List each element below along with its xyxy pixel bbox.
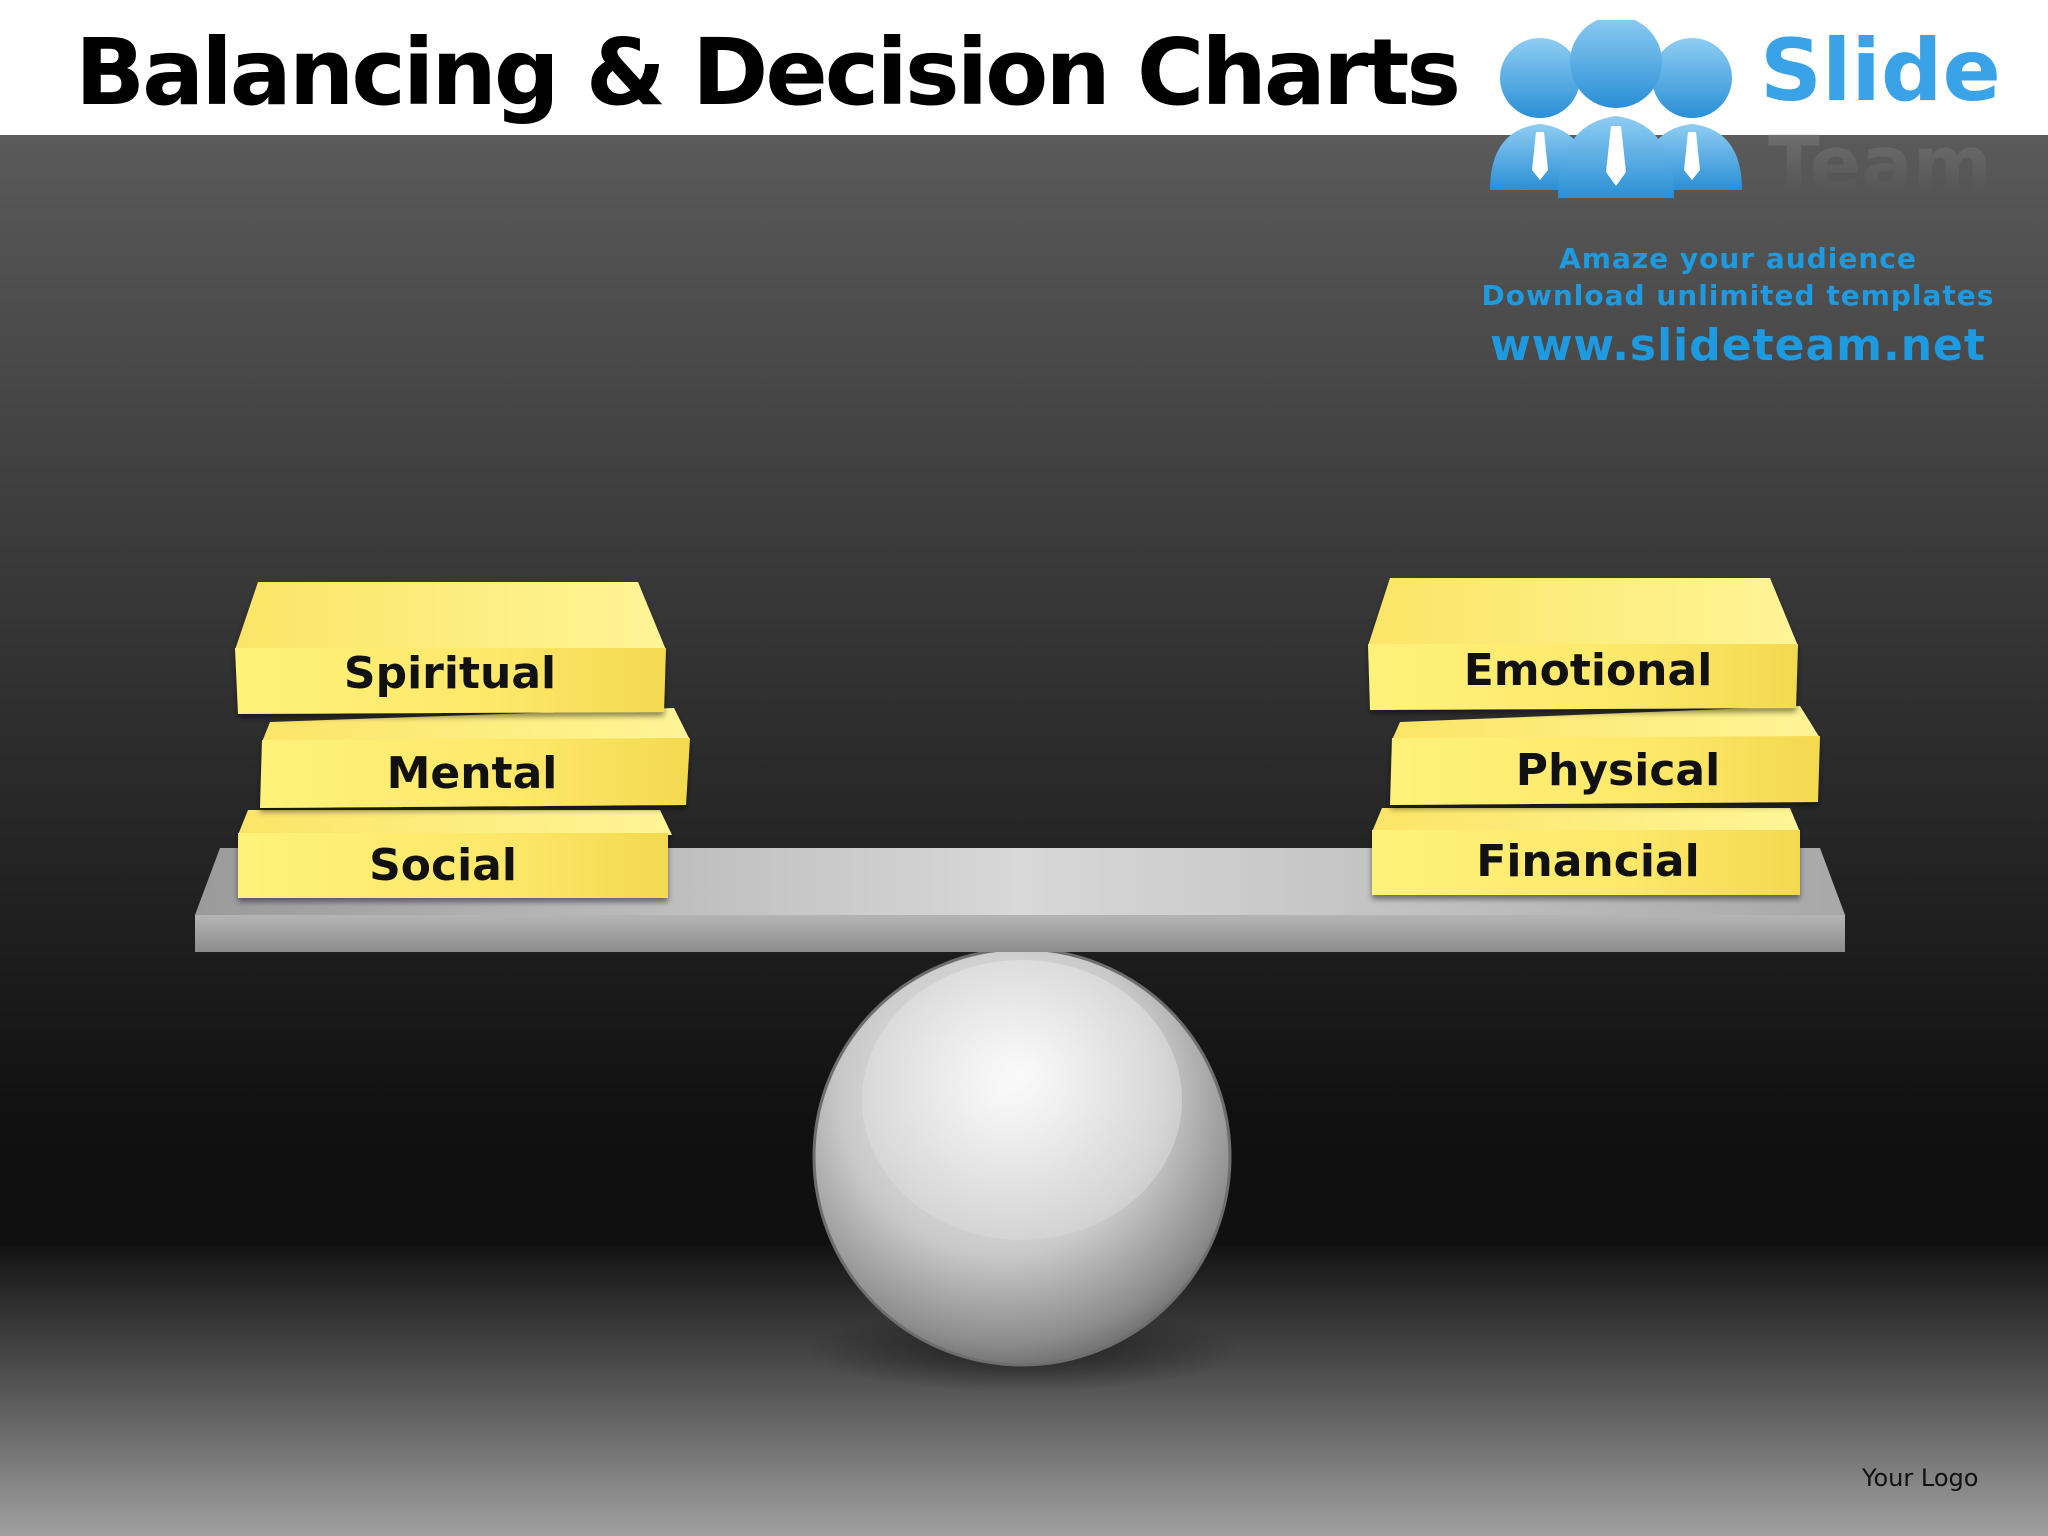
left-block-mental bbox=[260, 708, 690, 808]
people-group-icon bbox=[1490, 20, 1742, 198]
left-block-spiritual bbox=[235, 582, 666, 714]
brand-tagline-1: Amaze your audience bbox=[1559, 242, 1917, 275]
fulcrum-sphere bbox=[812, 947, 1232, 1367]
label-social: Social bbox=[369, 840, 517, 891]
your-logo-text: Your Logo bbox=[1862, 1464, 1979, 1492]
label-financial: Financial bbox=[1476, 836, 1700, 887]
brand-word-slide: Slide bbox=[1760, 21, 2001, 121]
label-physical: Physical bbox=[1515, 745, 1721, 796]
label-emotional: Emotional bbox=[1463, 645, 1713, 696]
left-block-social bbox=[238, 810, 672, 898]
brand-url: www.slideteam.net bbox=[1490, 320, 1986, 371]
brand-word-team: Team bbox=[1768, 119, 1992, 208]
label-spiritual: Spiritual bbox=[343, 648, 557, 699]
right-block-emotional bbox=[1368, 578, 1798, 710]
label-mental: Mental bbox=[386, 748, 558, 799]
brand-logo: Slide Team bbox=[1490, 20, 2001, 208]
right-block-physical bbox=[1390, 706, 1820, 805]
brand-tagline-2: Download unlimited templates bbox=[1481, 279, 1995, 312]
slide-title: Balancing & Decision Charts bbox=[75, 19, 1461, 126]
right-block-financial bbox=[1372, 808, 1800, 895]
